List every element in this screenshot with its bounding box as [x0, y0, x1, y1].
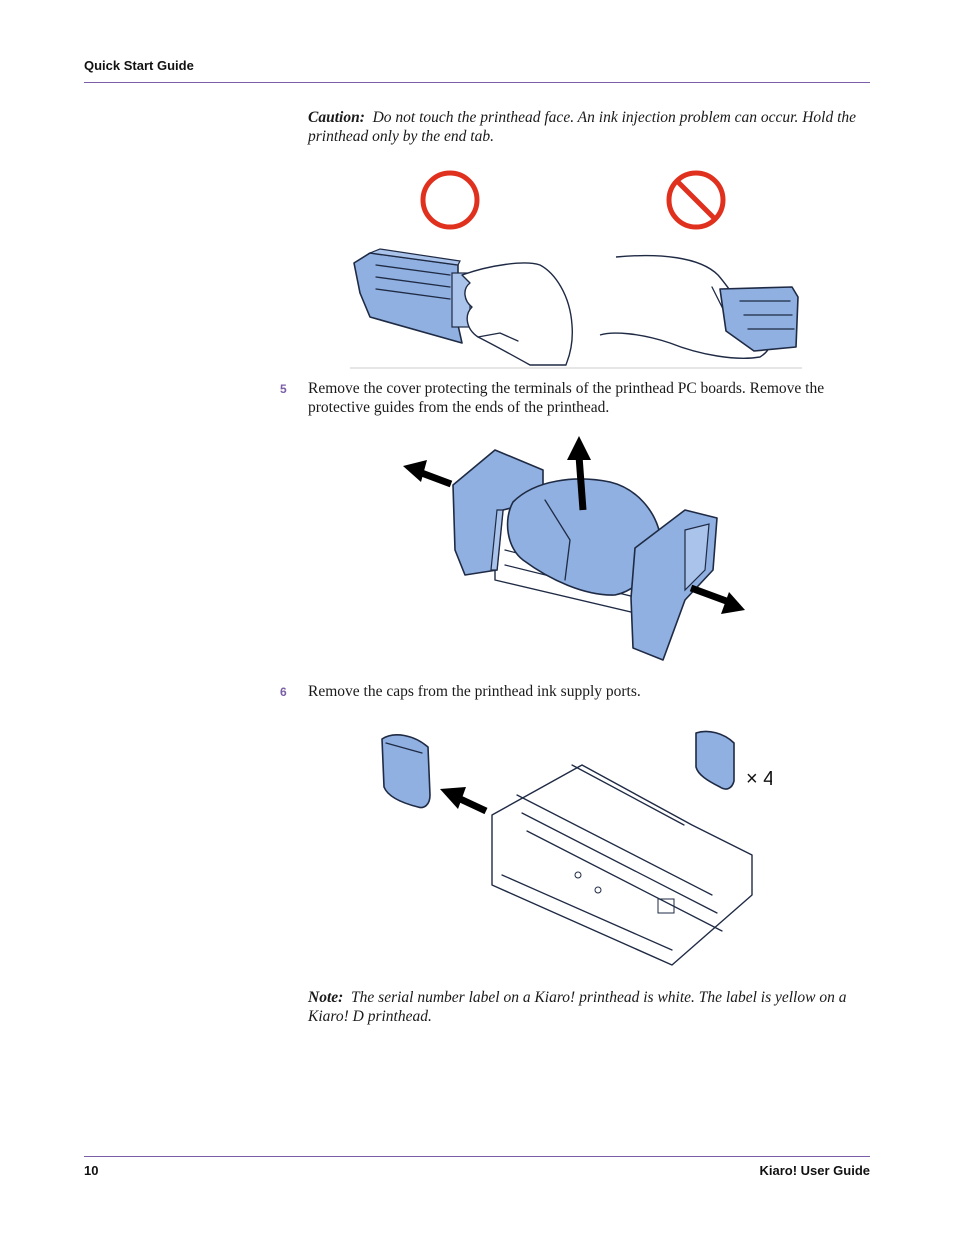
arrow-right-icon [689, 584, 745, 614]
handling-figure [350, 170, 802, 369]
caution-paragraph: Caution: Do not touch the printhead face… [308, 108, 870, 146]
note-paragraph: Note: The serial number label on a Kiaro… [308, 988, 870, 1026]
caution-label: Caution: [308, 109, 365, 126]
arrow-left-icon [403, 460, 453, 488]
page-number: 10 [84, 1163, 99, 1178]
header-rule [84, 82, 870, 83]
printhead-with-ports [491, 764, 753, 966]
step-5-number: 5 [280, 382, 287, 396]
running-header: Quick Start Guide [84, 58, 194, 73]
step-6-number: 6 [280, 685, 287, 699]
correct-circle-icon [420, 170, 480, 230]
right-protective-guide [630, 509, 718, 661]
step-6-text: Remove the caps from the printhead ink s… [308, 683, 641, 700]
prohibited-icon [666, 170, 726, 230]
footer-doc-title: Kiaro! User Guide [759, 1163, 870, 1178]
note-label: Note: [308, 989, 344, 1006]
caution-text: Do not touch the printhead face. An ink … [308, 109, 857, 145]
quantity-label: × 4 [746, 768, 772, 790]
step-5-text: Remove the cover protecting the terminal… [308, 380, 825, 416]
removed-cap-large [381, 734, 431, 809]
hand-left [461, 262, 574, 366]
arrow-left-icon [440, 787, 488, 815]
removed-cap-small [695, 730, 735, 790]
left-protective-guide [452, 449, 544, 576]
note-text: The serial number label on a Kiaro! prin… [308, 989, 847, 1025]
cap-removal-figure: × 4 [381, 730, 772, 966]
cover-removal-figure [403, 436, 745, 661]
printhead-held-by-tab [353, 248, 471, 344]
printhead-touched-on-face [719, 286, 799, 352]
arrow-up-icon [567, 436, 591, 511]
footer-rule [84, 1156, 870, 1157]
